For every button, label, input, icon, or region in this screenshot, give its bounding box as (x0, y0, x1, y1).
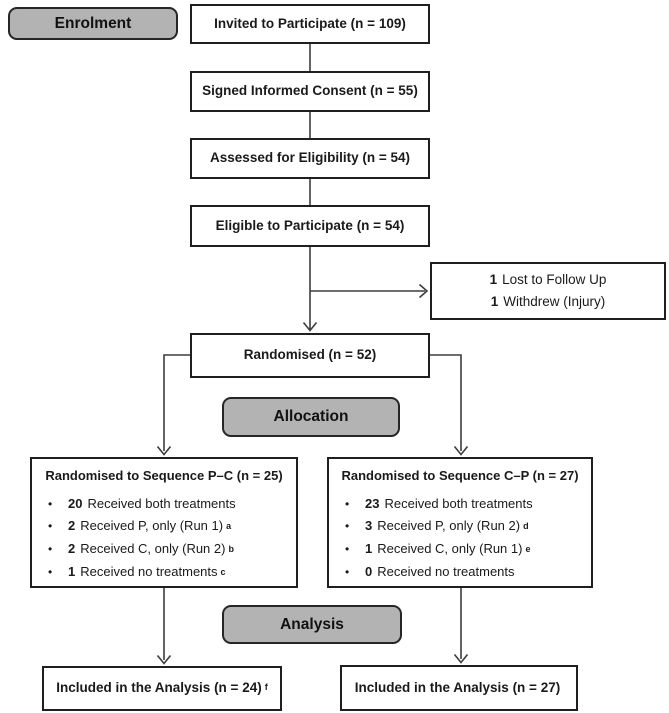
flow-box-eligible: Eligible to Participate (n = 54) (190, 205, 430, 247)
analysis-box-right-label: Included in the Analysis (n = 27) (354, 679, 561, 695)
bullet-item: • 3 Received P, only (Run 2) d (345, 515, 583, 538)
bullet-text: Received both treatments (87, 496, 236, 512)
flow-box-randomised: Randomised (n = 52) (190, 333, 430, 378)
footnote-marker: e (525, 544, 531, 555)
arrowhead-left-analysis (156, 654, 172, 665)
stage-label-analysis: Analysis (280, 615, 344, 633)
analysis-box-left: Included in the Analysis (n = 24) f (42, 666, 282, 711)
footnote-marker: c (220, 567, 226, 578)
stage-label-enrolment: Enrolment (54, 14, 132, 32)
arrowhead-right-arm (453, 445, 469, 456)
bullet-count: 1 (365, 541, 373, 557)
arrowhead-left-arm (156, 445, 172, 456)
footnote-marker: f (264, 681, 268, 692)
exclusion-line-withdrew: 1 Withdrew (Injury) (491, 292, 606, 312)
allocation-box-sequence-pc: Randomised to Sequence P–C (n = 25) • 20… (30, 457, 298, 588)
arrowhead-right-analysis (453, 653, 469, 664)
arrowhead-randomised (302, 321, 318, 332)
analysis-box-right: Included in the Analysis (n = 27) (340, 665, 578, 711)
exclusion-line-lost-to-follow-up: 1 Lost to Follow Up (490, 270, 607, 290)
bullet-icon: • (48, 519, 53, 534)
allocation-cp-bullet-list: • 23 Received both treatments • 3 Receiv… (337, 493, 583, 583)
bullet-count: 1 (68, 564, 76, 580)
bullet-icon: • (48, 497, 53, 512)
allocation-box-cp-title: Randomised to Sequence C–P (n = 27) (341, 468, 579, 483)
bullet-item: • 20 Received both treatments (48, 493, 288, 515)
flow-box-assessed-eligibility-label: Assessed for Eligibility (n = 54) (210, 150, 410, 166)
footnote-marker: d (523, 521, 529, 532)
connector-randomised-left-arm (163, 354, 190, 451)
bullet-count: 3 (365, 518, 373, 534)
connector-randomised-right-arm (430, 354, 462, 451)
flow-box-signed-consent-label: Signed Informed Consent (n = 55) (202, 83, 418, 99)
bullet-item: • 23 Received both treatments (345, 493, 583, 515)
flow-box-invited-label: Invited to Participate (n = 109) (214, 15, 406, 31)
bullet-item: • 1 Received no treatments c (48, 561, 288, 584)
flow-box-randomised-label: Randomised (n = 52) (243, 347, 377, 363)
bullet-icon: • (345, 542, 350, 557)
bullet-icon: • (48, 542, 53, 557)
exclusions-box: 1 Lost to Follow Up 1 Withdrew (Injury) (430, 262, 666, 320)
bullet-text: Received no treatments (377, 564, 515, 580)
analysis-box-left-label: Included in the Analysis (n = 24) (56, 680, 262, 696)
bullet-icon: • (345, 497, 350, 512)
bullet-count: 2 (68, 541, 76, 557)
bullet-text: Received P, only (Run 1) (80, 518, 224, 534)
bullet-item: • 2 Received P, only (Run 1) a (48, 515, 288, 538)
flow-box-assessed-eligibility: Assessed for Eligibility (n = 54) (190, 138, 430, 179)
allocation-pc-bullet-list: • 20 Received both treatments • 2 Receiv… (40, 493, 288, 584)
bullet-item: • 0 Received no treatments (345, 561, 583, 583)
bullet-count: 23 (365, 496, 380, 512)
bullet-text: Received C, only (Run 1) (377, 541, 523, 557)
allocation-box-sequence-cp: Randomised to Sequence C–P (n = 27) • 23… (327, 457, 593, 588)
bullet-item: • 2 Received C, only (Run 2) b (48, 538, 288, 561)
bullet-item: • 1 Received C, only (Run 1) e (345, 538, 583, 561)
stage-label-allocation: Allocation (273, 408, 349, 425)
allocation-box-pc-title: Randomised to Sequence P–C (n = 25) (45, 468, 283, 483)
bullet-icon: • (48, 565, 53, 580)
bullet-text: Received P, only (Run 2) (377, 518, 521, 534)
bullet-text: Received C, only (Run 2) (80, 541, 226, 557)
exclusion-count: 1 (490, 293, 499, 309)
exclusion-count: 1 (489, 272, 498, 288)
flow-box-invited: Invited to Participate (n = 109) (190, 4, 430, 44)
stage-pill-enrolment: Enrolment (8, 7, 178, 40)
bullet-icon: • (345, 565, 350, 580)
bullet-icon: • (345, 519, 350, 534)
arrowhead-exclusions (418, 283, 429, 299)
exclusion-text: Withdrew (Injury) (503, 293, 606, 309)
bullet-count: 0 (365, 564, 373, 580)
bullet-text: Received no treatments (80, 564, 218, 580)
footnote-marker: a (226, 521, 232, 532)
bullet-count: 20 (68, 496, 83, 512)
bullet-count: 2 (68, 518, 76, 534)
flow-box-signed-consent: Signed Informed Consent (n = 55) (190, 71, 430, 112)
exclusion-text: Lost to Follow Up (502, 272, 607, 288)
stage-pill-analysis: Analysis (222, 605, 402, 644)
bullet-text: Received both treatments (384, 496, 533, 512)
stage-pill-allocation: Allocation (222, 397, 400, 437)
footnote-marker: b (228, 544, 234, 555)
flow-box-eligible-label: Eligible to Participate (n = 54) (215, 217, 405, 233)
